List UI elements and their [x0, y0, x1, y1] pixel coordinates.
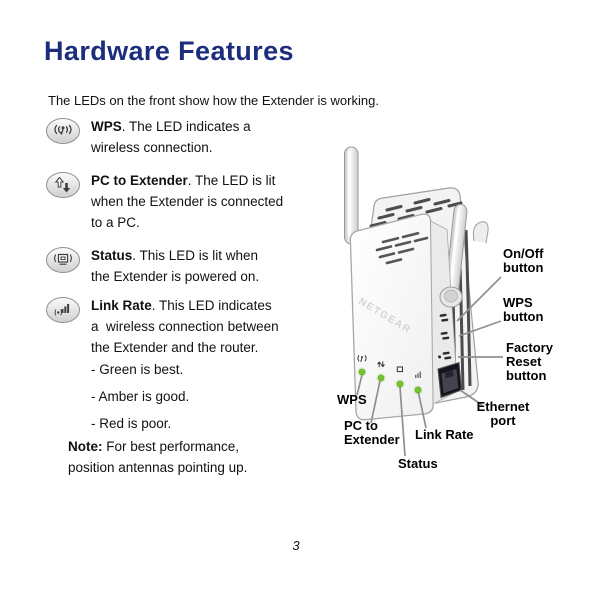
callout-ethernet-port: Ethernet port	[476, 399, 530, 428]
led-item-wps: WPS. The LED indicates a wireless connec…	[45, 116, 345, 158]
note-label: Note:	[68, 439, 103, 454]
led-text-line: a wireless connection between	[91, 319, 279, 334]
on-off-button	[439, 313, 449, 322]
led-text-line: to a PC.	[91, 215, 140, 230]
ethernet-port	[437, 361, 463, 399]
wps-button	[440, 331, 450, 340]
led-text-line: the Extender and the router.	[91, 340, 259, 355]
front-led-row	[357, 355, 423, 395]
front-vent-grille	[375, 231, 429, 265]
led-item-link-rate: Link Rate. This LED indicates a wireless…	[45, 295, 345, 440]
factory-reset-button	[438, 351, 452, 360]
intro-text: The LEDs on the front show how the Exten…	[48, 93, 379, 108]
led-feature-list: WPS. The LED indicates a wireless connec…	[45, 116, 345, 440]
callout-factory-reset-button: Factory Reset button	[506, 340, 553, 383]
callout-wps-button: WPS button	[503, 295, 544, 324]
on-off-callout-line	[456, 276, 502, 322]
pc-to-extender-led-icon	[46, 172, 80, 198]
led-text-line: PC to Extender. The LED is lit	[91, 173, 276, 188]
page-title: Hardware Features	[44, 36, 294, 66]
led-text-line: WPS. The LED indicates a	[91, 119, 251, 134]
led-text-line: wireless connection.	[91, 140, 213, 155]
link-rate-color-bullets: - Green is best. - Amber is good. - Red …	[91, 359, 279, 434]
left-antenna	[344, 146, 359, 245]
wps-led-callout-line	[356, 374, 363, 396]
callout-wps-led: WPS	[337, 392, 367, 407]
ethernet-callout-line	[459, 389, 483, 406]
led-item-status: Status. This LED is lit when the Extende…	[45, 245, 345, 287]
callout-link-rate-led: Link Rate	[415, 427, 474, 442]
link-rate-callout-line	[417, 392, 427, 429]
pc-led-callout-line	[370, 380, 381, 424]
led-text-line: the Extender is powered on.	[91, 269, 260, 284]
top-vent-slats	[369, 198, 463, 228]
led-text-line: Link Rate. This LED indicates	[91, 298, 272, 313]
mount-hook	[472, 221, 489, 244]
link-rate-led-icon	[46, 297, 80, 323]
extender-device-illustration: NETGEAR	[344, 146, 503, 457]
page-number: 3	[292, 538, 300, 553]
wps-button-callout-line	[458, 320, 502, 337]
bullet-red: - Red is poor.	[91, 416, 172, 431]
status-led-callout-line	[399, 386, 406, 457]
green-leds	[357, 367, 423, 395]
led-text-line: when the Extender is connected	[91, 194, 284, 209]
callout-pc-to-extender-led: PC to Extender	[344, 418, 400, 447]
callout-status-led: Status	[398, 456, 438, 471]
bullet-amber: - Amber is good.	[91, 389, 190, 404]
note-block: Note: For best performance, position ant…	[68, 439, 248, 475]
status-led-icon	[46, 247, 80, 273]
side-buttons	[438, 313, 452, 360]
wps-led-icon	[46, 118, 80, 144]
callout-on-off-button: On/Off button	[503, 246, 544, 275]
led-text-line: Status. This LED is lit when	[91, 248, 259, 263]
bullet-green: - Green is best.	[91, 362, 184, 377]
callout-lines	[356, 276, 503, 457]
led-item-pc-to-extender: PC to Extender. The LED is lit when the …	[45, 170, 345, 233]
antenna-hinge	[439, 286, 463, 308]
front-led-glyphs	[357, 355, 421, 378]
